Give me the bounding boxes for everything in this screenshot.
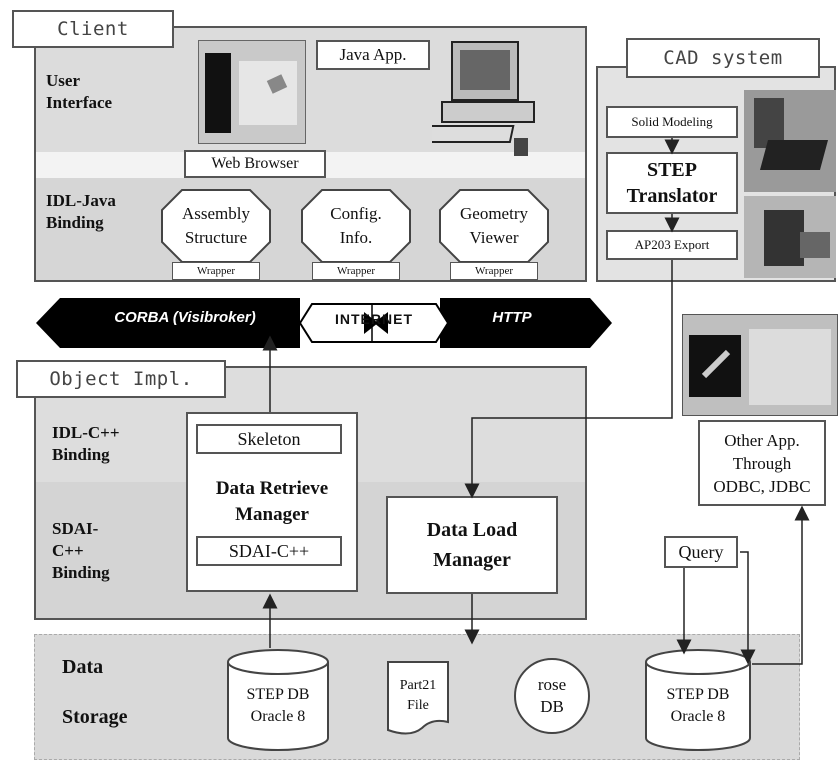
config-wrapper: Wrapper <box>312 262 400 280</box>
skeleton-box: Skeleton <box>196 424 342 454</box>
rose-db-label: rose DB <box>537 675 567 716</box>
http-label: HTTP <box>492 309 532 326</box>
client-tab: Client <box>12 10 174 48</box>
data-load-manager-box: Data Load Manager <box>386 496 558 594</box>
step-db-1-cylinder <box>227 649 329 751</box>
web-browser-box: Web Browser <box>184 150 326 178</box>
other-app-screenshot <box>682 314 838 416</box>
data-retrieve-manager-label: Data Retrieve Manager <box>215 478 329 525</box>
geometry-wrapper: Wrapper <box>450 262 538 280</box>
idl-cpp-binding-label: IDL-C++ Binding <box>52 423 120 464</box>
object-impl-tab: Object Impl. <box>16 360 226 398</box>
config-info-label: Config. Info. <box>330 204 382 247</box>
part21-file-icon <box>387 661 449 735</box>
storage-label: Storage <box>62 706 128 728</box>
solid-modeling-box: Solid Modeling <box>606 106 738 138</box>
cad-model-image-1 <box>744 90 836 192</box>
query-box[interactable]: Query <box>664 536 738 568</box>
corba-label: CORBA (Visibroker) <box>114 309 256 326</box>
part21-label: Part21 File <box>399 678 437 713</box>
rose-db-circle <box>514 658 590 734</box>
internet-label: INTERNET <box>335 311 413 327</box>
other-app-box: Other App. Through ODBC, JDBC <box>698 420 826 506</box>
step-db-2-label: STEP DB Oracle 8 <box>666 686 730 725</box>
sdai-cpp-binding-label: SDAI- C++ Binding <box>52 519 110 582</box>
step-db-2-cylinder <box>645 649 751 751</box>
geometry-viewer-label: Geometry Viewer <box>460 204 528 247</box>
computer-icon <box>432 41 535 156</box>
data-label: Data <box>62 656 104 678</box>
sdai-cpp-box: SDAI-C++ <box>196 536 342 566</box>
user-interface-label: User Interface <box>46 71 113 112</box>
idl-java-binding-label: IDL-Java Binding <box>46 191 116 232</box>
cad-tab: CAD system <box>626 38 820 78</box>
java-app-box: Java App. <box>316 40 430 70</box>
cad-model-image-2 <box>744 196 836 278</box>
assembly-structure-label: Assembly Structure <box>182 204 250 247</box>
step-db-1-label: STEP DB Oracle 8 <box>246 686 310 725</box>
java-app-screenshot <box>198 40 306 144</box>
assembly-wrapper: Wrapper <box>172 262 260 280</box>
step-translator-box: STEP Translator <box>606 152 738 214</box>
ap203-export-box: AP203 Export <box>606 230 738 260</box>
